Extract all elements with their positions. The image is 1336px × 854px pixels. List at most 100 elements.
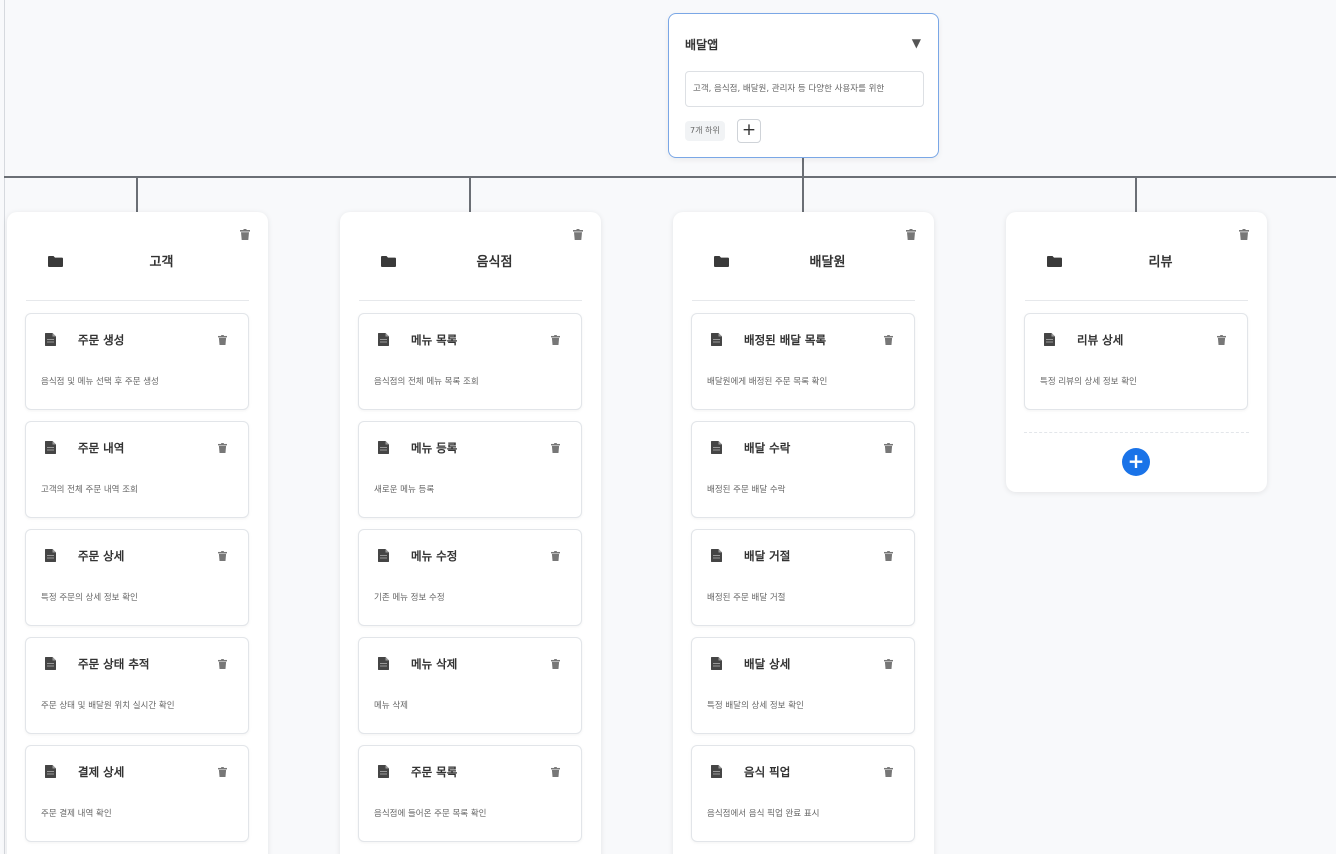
- item-card-title: 음식 픽업: [744, 765, 791, 779]
- connector-review: [1135, 177, 1137, 212]
- children-count-badge: 7개 하위: [685, 121, 725, 141]
- trash-icon[interactable]: [551, 551, 560, 561]
- item-card-title: 배달 수락: [744, 441, 791, 455]
- item-card-title: 메뉴 등록: [411, 441, 458, 455]
- item-card-description: 배달원에게 배정된 주문 목록 확인: [707, 377, 828, 387]
- trash-icon[interactable]: [1239, 229, 1249, 240]
- item-card-title: 배달 거절: [744, 549, 791, 563]
- trash-icon[interactable]: [906, 229, 916, 240]
- document-icon: [378, 657, 389, 670]
- item-card-description: 고객의 전체 주문 내역 조회: [41, 485, 138, 495]
- folder-icon: [381, 256, 396, 267]
- document-icon: [45, 333, 56, 346]
- caret-down-icon[interactable]: ▼: [911, 36, 921, 50]
- column-divider: [26, 300, 249, 301]
- item-card-description: 특정 배달의 상세 정보 확인: [707, 701, 804, 711]
- root-description-field[interactable]: 고객, 음식점, 배달원, 관리자 등 다양한 사용자를 위한: [685, 71, 924, 107]
- item-card-title: 메뉴 목록: [411, 333, 458, 347]
- item-card-title: 주문 목록: [411, 765, 458, 779]
- trash-icon[interactable]: [884, 659, 893, 669]
- root-node[interactable]: 배달앱 ▼ 고객, 음식점, 배달원, 관리자 등 다양한 사용자를 위한 7개…: [668, 13, 939, 158]
- item-card-title: 리뷰 상세: [1077, 333, 1124, 347]
- trash-icon[interactable]: [551, 335, 560, 345]
- item-card-title: 배달 상세: [744, 657, 791, 671]
- connector-restaurant: [469, 177, 471, 212]
- item-card-description: 음식점에 들어온 주문 목록 확인: [374, 809, 487, 819]
- item-card-description: 배정된 주문 배달 거절: [707, 593, 786, 603]
- add-child-button[interactable]: +: [737, 119, 761, 143]
- trash-icon[interactable]: [884, 767, 893, 777]
- trash-icon[interactable]: [573, 229, 583, 240]
- document-icon: [711, 549, 722, 562]
- document-icon: [711, 657, 722, 670]
- item-card-title: 주문 내역: [78, 441, 125, 455]
- trash-icon[interactable]: [218, 659, 227, 669]
- folder-icon: [1047, 256, 1062, 267]
- connector-customer: [136, 177, 138, 212]
- connector-rider: [802, 177, 804, 212]
- trash-icon[interactable]: [218, 767, 227, 777]
- trash-icon[interactable]: [551, 767, 560, 777]
- item-card-title: 메뉴 삭제: [411, 657, 458, 671]
- document-icon: [1044, 333, 1055, 346]
- trash-icon[interactable]: [240, 229, 250, 240]
- item-card-description: 주문 상태 및 배달원 위치 실시간 확인: [41, 701, 175, 711]
- document-icon: [378, 549, 389, 562]
- connector-root-down: [802, 158, 804, 177]
- trash-icon[interactable]: [1217, 335, 1226, 345]
- document-icon: [378, 333, 389, 346]
- item-card-title: 결제 상세: [78, 765, 125, 779]
- trash-icon[interactable]: [218, 443, 227, 453]
- root-title: 배달앱: [685, 38, 719, 52]
- column-divider: [1025, 300, 1248, 301]
- trash-icon[interactable]: [884, 335, 893, 345]
- document-icon: [45, 765, 56, 778]
- column-title: 리뷰: [1148, 255, 1173, 270]
- trash-icon[interactable]: [218, 551, 227, 561]
- item-card-title: 메뉴 수정: [411, 549, 458, 563]
- trash-icon[interactable]: [884, 551, 893, 561]
- plus-circle-icon[interactable]: +: [1122, 448, 1150, 476]
- column-divider: [692, 300, 915, 301]
- trash-icon[interactable]: [551, 659, 560, 669]
- column-title: 음식점: [476, 255, 513, 270]
- document-icon: [378, 765, 389, 778]
- trash-icon[interactable]: [884, 443, 893, 453]
- document-icon: [711, 441, 722, 454]
- trash-icon[interactable]: [218, 335, 227, 345]
- item-card-description: 음식점 및 메뉴 선택 후 주문 생성: [41, 377, 159, 387]
- trash-icon[interactable]: [551, 443, 560, 453]
- item-card-description: 주문 결제 내역 확인: [41, 809, 112, 819]
- item-card-title: 주문 상세: [78, 549, 125, 563]
- item-card-description: 특정 주문의 상세 정보 확인: [41, 593, 138, 603]
- item-card-title: 주문 생성: [78, 333, 125, 347]
- document-icon: [45, 657, 56, 670]
- item-card-description: 기존 메뉴 정보 수정: [374, 593, 445, 603]
- item-card-description: 새로운 메뉴 등록: [374, 485, 435, 495]
- canvas-left-edge: [4, 0, 5, 854]
- item-card-description: 음식점에서 음식 픽업 완료 표시: [707, 809, 820, 819]
- folder-icon: [714, 256, 729, 267]
- folder-icon: [48, 256, 63, 267]
- column-title: 고객: [149, 255, 174, 270]
